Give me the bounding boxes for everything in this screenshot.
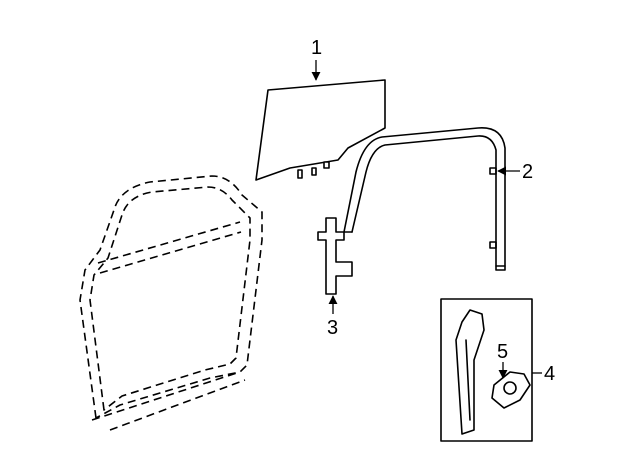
regulator-assembly-box (440, 298, 533, 442)
glass-run-channel (343, 127, 506, 271)
callout-2: 2 (522, 161, 533, 183)
guide-bracket (317, 217, 353, 295)
callout-1: 1 (311, 37, 322, 59)
callout-4: 4 (544, 363, 555, 385)
window-motor (491, 371, 531, 409)
callout-3: 3 (327, 317, 338, 339)
door-shell (79, 175, 263, 431)
door-glass (255, 79, 386, 181)
callout-5: 5 (497, 341, 508, 363)
